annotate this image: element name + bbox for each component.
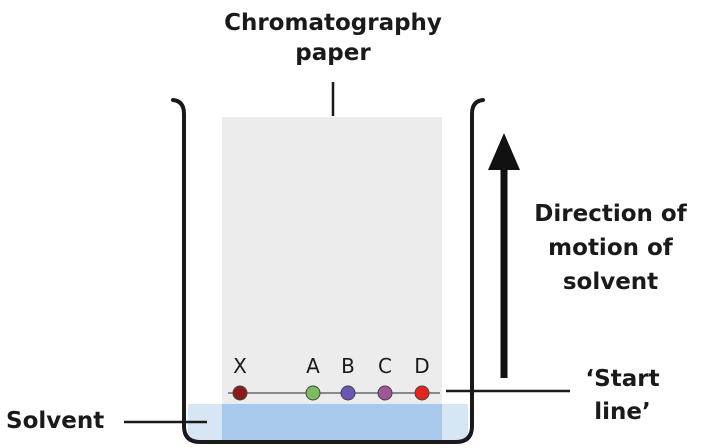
direction-label: Direction of motion of solvent [528, 197, 693, 299]
direction-label-line3: solvent [562, 269, 659, 295]
spot-x [232, 385, 248, 401]
chromatography-paper [222, 117, 442, 440]
paper-label: Chromatography paper [213, 8, 453, 68]
direction-label-line2: motion of [548, 235, 673, 261]
direction-label-line1: Direction of [534, 201, 687, 227]
sample-spots [232, 385, 430, 401]
solvent-label: Solvent [6, 408, 105, 434]
beaker [171, 98, 485, 444]
spot-label-x: X [233, 354, 247, 378]
spot-label-b: B [341, 354, 355, 378]
solvent-on-paper [222, 404, 442, 440]
start-line-label: ‘Start line’ [575, 363, 670, 429]
paper-label-line2: paper [295, 40, 371, 66]
spot-c [377, 385, 393, 401]
direction-arrow-head [488, 133, 520, 170]
start-line-label-line2: line’ [594, 399, 651, 425]
paper-label-line1: Chromatography [224, 10, 442, 36]
spot-b [340, 385, 356, 401]
spot-d [414, 385, 430, 401]
spot-label-d: D [414, 354, 430, 378]
start-line-label-line1: ‘Start [585, 366, 660, 392]
spot-label-a: A [306, 354, 320, 378]
spot-label-c: C [378, 354, 392, 378]
spot-a [305, 385, 321, 401]
